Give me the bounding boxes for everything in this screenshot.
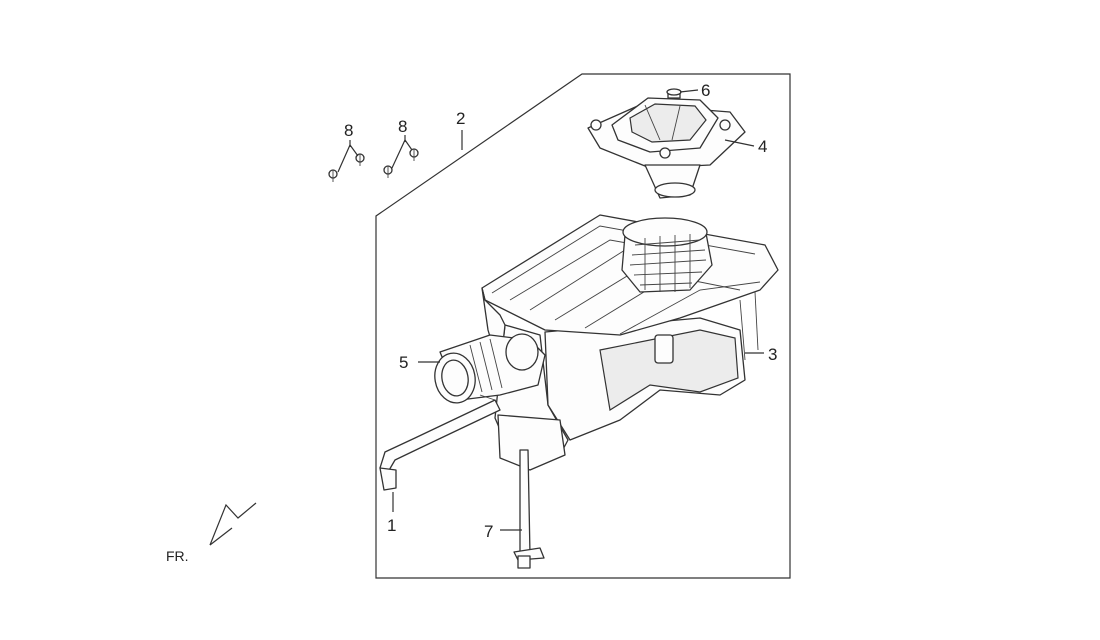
leader-lines <box>349 89 764 531</box>
filter-cover <box>587 97 746 199</box>
front-direction-label: FR. <box>166 548 189 564</box>
callout-5: 5 <box>399 353 408 372</box>
callout-7: 7 <box>484 522 493 541</box>
bolts-group-left <box>328 143 365 182</box>
callout-4: 4 <box>758 137 767 156</box>
callout-3: 3 <box>768 345 777 364</box>
drain-tube <box>513 449 545 569</box>
screw-part-6 <box>666 88 682 99</box>
front-direction-arrow-icon <box>209 502 257 546</box>
assembly-frame <box>375 73 791 579</box>
callout-6: 6 <box>701 81 710 100</box>
intake-boot <box>434 333 546 404</box>
callout-8-right: 8 <box>398 117 407 136</box>
bolts-group-right <box>383 138 419 178</box>
callout-8-left: 8 <box>344 121 353 140</box>
callout-2: 2 <box>456 109 465 128</box>
breather-hose <box>379 394 501 491</box>
callout-1: 1 <box>387 516 396 535</box>
air-filter-element <box>621 217 713 293</box>
